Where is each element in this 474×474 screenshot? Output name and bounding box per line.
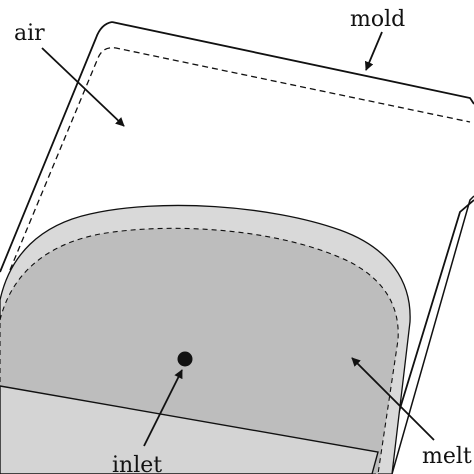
inlet-label: inlet: [112, 453, 162, 474]
mold-arrow: [364, 31, 383, 71]
melt-arrow: [351, 357, 435, 441]
air-arrow: [41, 47, 125, 127]
air-label: air: [14, 21, 45, 46]
inlet-arrow: [143, 369, 183, 447]
mold-base-strip: [0, 385, 379, 474]
inlet-point: [177, 351, 193, 367]
mold-inner-wall: [9, 47, 471, 271]
melt-label: melt: [422, 444, 472, 469]
mold-label: mold: [350, 7, 405, 32]
mold-side-edge: [391, 195, 474, 474]
